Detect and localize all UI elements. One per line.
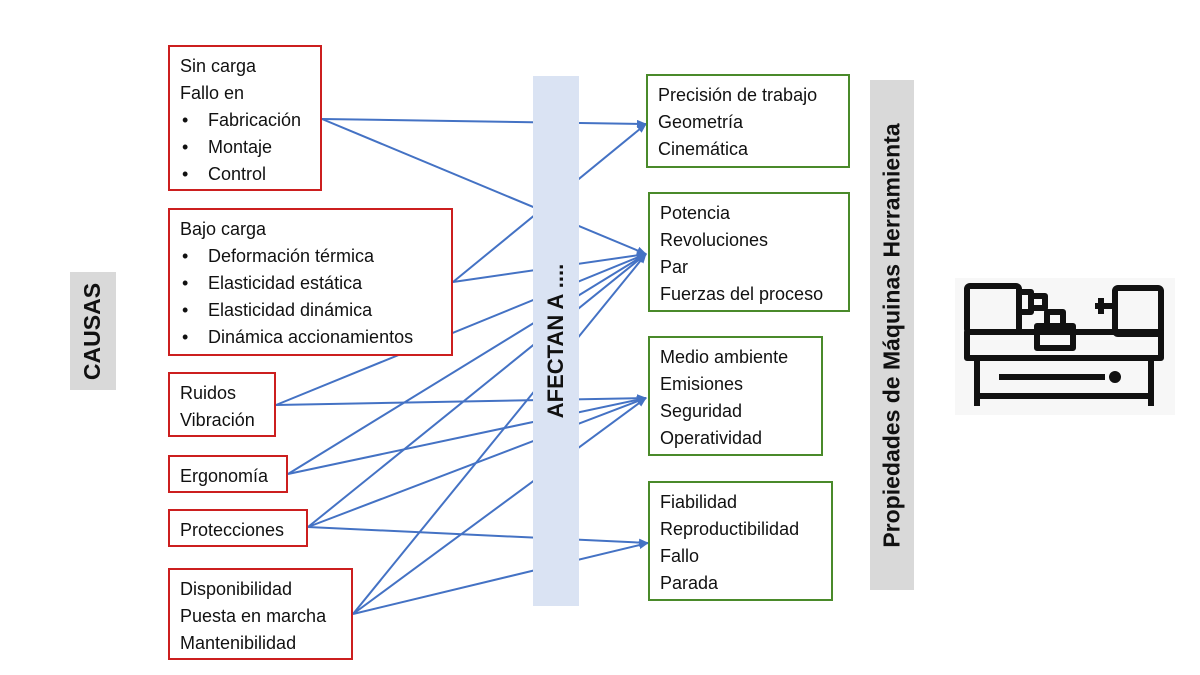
connector-arrow bbox=[352, 541, 649, 615]
cause-line: Sin carga bbox=[180, 56, 257, 76]
connector-arrow bbox=[321, 118, 647, 128]
affect-band: AFECTAN A .... bbox=[533, 76, 579, 606]
cause-line: Puesta en marcha bbox=[180, 606, 327, 626]
property-line: Fallo bbox=[660, 546, 700, 566]
property-line: Emisiones bbox=[660, 374, 744, 394]
cause-bullet: Elasticidad dinámica bbox=[180, 297, 441, 324]
lathe-machine-icon bbox=[955, 278, 1175, 415]
property-line: Par bbox=[660, 257, 689, 277]
cause-line: Fallo en bbox=[180, 83, 245, 103]
property-line: Potencia bbox=[660, 203, 731, 223]
connector-arrow bbox=[287, 395, 647, 475]
causes-label: CAUSAS bbox=[70, 272, 116, 390]
property-line: Operatividad bbox=[660, 428, 763, 448]
cause-box-protecciones: Protecciones bbox=[168, 509, 308, 547]
cause-box-bajo-carga: Bajo carga Deformación térmica Elasticid… bbox=[168, 208, 453, 356]
connector-arrow bbox=[275, 253, 647, 406]
cause-box-ruidos: Ruidos Vibración bbox=[168, 372, 276, 437]
properties-label: Propiedades de Máquinas Herramienta bbox=[870, 80, 914, 590]
cause-line: Ergonomía bbox=[180, 466, 269, 486]
cause-bullet: Control bbox=[180, 161, 310, 188]
property-box-medio-ambiente: Medio ambiente Emisiones Seguridad Opera… bbox=[648, 336, 823, 456]
property-box-fiabilidad: Fiabilidad Reproductibilidad Fallo Parad… bbox=[648, 481, 833, 601]
property-line: Reproductibilidad bbox=[660, 519, 800, 539]
cause-line: Bajo carga bbox=[180, 219, 267, 239]
cause-box-sin-carga: Sin carga Fallo en Fabricación Montaje C… bbox=[168, 45, 322, 191]
property-line: Fuerzas del proceso bbox=[660, 284, 824, 304]
property-line: Fiabilidad bbox=[660, 492, 738, 512]
cause-line: Vibración bbox=[180, 410, 255, 430]
property-box-precision: Precisión de trabajo Geometría Cinemátic… bbox=[646, 74, 850, 168]
connector-arrow bbox=[307, 526, 649, 547]
property-box-potencia: Potencia Revoluciones Par Fuerzas del pr… bbox=[648, 192, 850, 312]
property-line: Seguridad bbox=[660, 401, 743, 421]
property-line: Precisión de trabajo bbox=[658, 85, 818, 105]
connector-arrow bbox=[287, 253, 647, 475]
property-line: Geometría bbox=[658, 112, 744, 132]
cause-bullet: Fabricación bbox=[180, 107, 310, 134]
connector-arrow bbox=[321, 118, 647, 255]
property-line: Medio ambiente bbox=[660, 347, 789, 367]
cause-bullet: Elasticidad estática bbox=[180, 270, 441, 297]
cause-bullet: Deformación térmica bbox=[180, 243, 441, 270]
property-line: Parada bbox=[660, 573, 719, 593]
cause-line: Mantenibilidad bbox=[180, 633, 297, 653]
connector-arrow bbox=[352, 397, 647, 615]
cause-bullet: Dinámica accionamientos bbox=[180, 324, 441, 351]
cause-line: Protecciones bbox=[180, 520, 285, 540]
connector-arrow bbox=[307, 253, 647, 528]
connector-arrow bbox=[275, 394, 647, 406]
cause-line: Ruidos bbox=[180, 383, 237, 403]
cause-box-disponibilidad: Disponibilidad Puesta en marcha Mantenib… bbox=[168, 568, 353, 660]
cause-box-ergonomia: Ergonomía bbox=[168, 455, 288, 493]
cause-line: Disponibilidad bbox=[180, 579, 293, 599]
property-line: Revoluciones bbox=[660, 230, 769, 250]
property-line: Cinemática bbox=[658, 139, 749, 159]
cause-bullet: Montaje bbox=[180, 134, 310, 161]
connector-arrow bbox=[352, 253, 647, 615]
